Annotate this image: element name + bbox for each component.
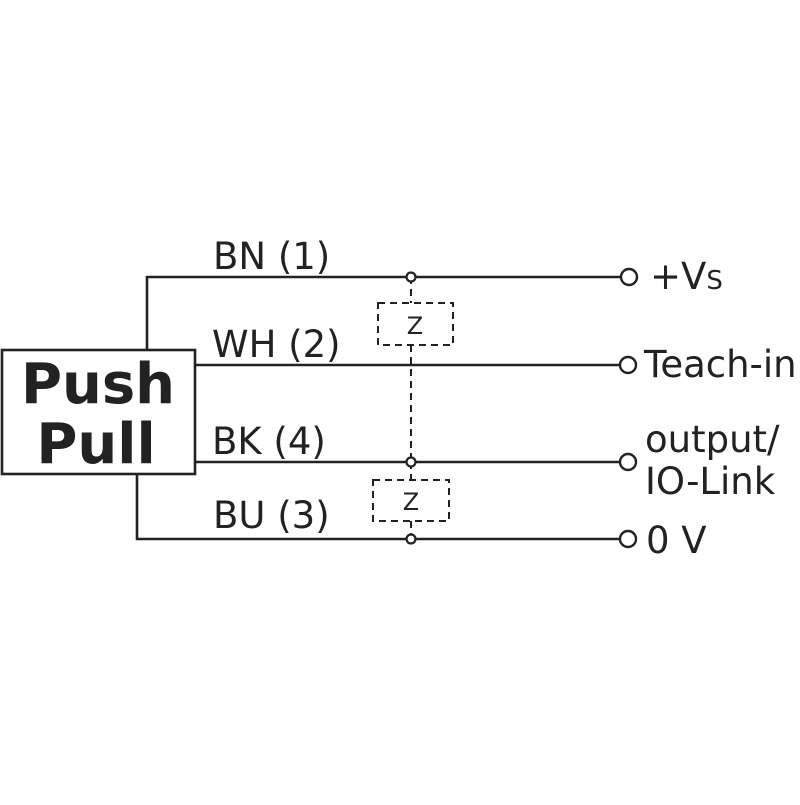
wire-bu-line [135, 474, 621, 541]
wire-bk: BK (4) output/ IO-Link [195, 418, 780, 503]
terminal-output-label-line1: output/ [645, 418, 780, 461]
wire-wh: WH (2) Teach-in [195, 323, 797, 386]
load-connections: Z Z [372, 271, 454, 545]
terminal-vs-label: +VS [650, 255, 723, 298]
terminal-teach-in-label: Teach-in [643, 343, 797, 386]
device-box [0, 348, 197, 476]
junction-bk [405, 456, 417, 468]
wire-bn-line [145, 275, 621, 350]
wire-bn: BN (1) +VS [145, 235, 723, 350]
wire-bu-label: BU (3) [213, 494, 330, 537]
push-pull-device: Push Pull [0, 348, 197, 477]
load-upper-box [377, 302, 454, 346]
load-upper-label: Z [407, 312, 423, 340]
terminal-vs [619, 267, 639, 287]
wire-bu: BU (3) 0 V [135, 474, 707, 562]
device-label-line1: Push [21, 352, 175, 417]
terminal-0v [618, 529, 638, 549]
load-lower-box [372, 479, 450, 522]
terminal-output [618, 452, 638, 472]
terminal-0v-label: 0 V [646, 519, 707, 562]
wire-bn-label: BN (1) [213, 235, 330, 278]
terminal-output-label-line2: IO-Link [645, 460, 776, 503]
junction-bu [405, 533, 417, 545]
load-lower-label: Z [403, 488, 419, 516]
wire-bk-label: BK (4) [212, 420, 326, 463]
wire-wh-label: WH (2) [212, 323, 341, 366]
junction-bn [405, 271, 417, 283]
device-label-line2: Pull [36, 412, 155, 477]
terminal-teach-in [618, 355, 638, 375]
